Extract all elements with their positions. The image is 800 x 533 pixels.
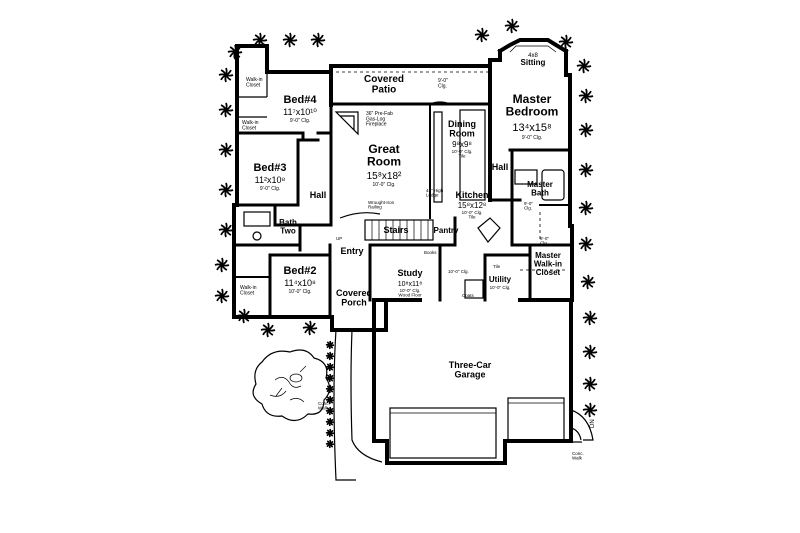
room-entry: Entry — [340, 246, 363, 256]
note-tile: Tile — [493, 264, 501, 269]
ceiling-utility: 10'-0" Clg. — [490, 285, 511, 290]
palm-icon — [582, 344, 598, 360]
ceiling-bed2: 10'-0" Clg. — [288, 289, 311, 295]
palm-icon — [578, 162, 594, 178]
dim-great-room: 15⁸x18² — [367, 171, 402, 182]
palm-icon — [325, 362, 335, 372]
note-conc-walk-right: Conc.Walk — [572, 451, 584, 461]
palm-icon — [302, 320, 318, 336]
palm-icon — [474, 27, 490, 43]
palm-icon — [218, 182, 234, 198]
room-hall-right: Hall — [492, 162, 509, 172]
room-pantry: Pantry — [434, 226, 459, 235]
palm-icon — [260, 322, 276, 338]
palm-icon — [578, 200, 594, 216]
dim-bed4: 11⁷x10¹⁰ — [283, 107, 317, 117]
note-up: UP — [336, 236, 342, 241]
dim-dining: 9⁸x9⁸ — [452, 140, 472, 149]
ceiling-master-bedroom: 9'-0" Clg. — [522, 135, 542, 141]
palm-icon — [578, 88, 594, 104]
palm-icon — [325, 340, 335, 350]
palm-icon — [582, 310, 598, 326]
note-conc-walk-left: Conc.Walk — [318, 401, 330, 411]
palm-icon — [218, 222, 234, 238]
palm-icon — [580, 274, 596, 290]
palm-icon — [214, 257, 230, 273]
room-sitting: Sitting — [521, 58, 546, 67]
fixtures — [243, 45, 565, 459]
palm-icon — [218, 102, 234, 118]
ceiling-study: 10'-0" Clg.Wood Floor — [398, 288, 422, 298]
ceiling-bed3: 9'-0" Clg. — [260, 186, 280, 192]
ceiling-dining: 10'-0" Clg.Tile — [452, 149, 473, 159]
note-clg-10: 10'-0" Clg. — [448, 269, 469, 274]
palm-icon — [325, 417, 335, 427]
dim-bed2: 11⁴x10⁸ — [284, 278, 316, 288]
palm-icon — [504, 18, 520, 34]
room-coats: Coats — [462, 293, 475, 298]
note-vertical-code: DN — [590, 419, 596, 428]
ceiling-master-walkin: 9'-0"Clg. — [540, 236, 549, 246]
ceiling-great-room: 10'-0" Clg. — [372, 182, 395, 188]
palm-icon — [578, 236, 594, 252]
palm-icon — [325, 351, 335, 361]
tree-icon — [252, 349, 331, 422]
palm-icon — [214, 288, 230, 304]
palm-icon — [576, 58, 592, 74]
room-study: Study — [397, 268, 422, 278]
palm-icon — [218, 142, 234, 158]
ceiling-covered-patio: 9'-0"Clg. — [438, 78, 448, 89]
walkways — [333, 329, 594, 481]
room-books: Books — [424, 250, 437, 255]
room-bed3: Bed#3 — [253, 162, 286, 174]
palm-icon — [218, 67, 234, 83]
palm-icon — [310, 32, 326, 48]
dim-study: 10⁸x11⁸ — [398, 281, 423, 288]
ceiling-bed4: 9'-0" Clg. — [290, 118, 310, 124]
room-utility: Utility — [489, 275, 512, 284]
room-stairs: Stairs — [383, 225, 408, 235]
ceiling-kitchen: 10'-0" Clg.Tile — [462, 210, 483, 220]
room-bed4: Bed#4 — [283, 94, 317, 106]
palm-icon — [325, 439, 335, 449]
ceiling-master-bath: 9'-0"Clg. — [524, 201, 533, 211]
palm-icon — [582, 402, 598, 418]
sitting-dim: 4x8 — [528, 53, 538, 59]
room-kitchen: Kitchen — [455, 190, 488, 200]
palm-icon — [325, 395, 335, 405]
dim-bed3: 11²x10⁸ — [255, 175, 286, 185]
stair-treads — [371, 220, 429, 240]
palm-icon — [282, 32, 298, 48]
interior-walls — [232, 72, 572, 319]
room-hall-left: Hall — [310, 190, 327, 200]
landscaping — [214, 18, 598, 449]
dim-master-bedroom: 13⁴x15⁸ — [512, 122, 551, 134]
palm-icon — [325, 428, 335, 438]
room-bed2: Bed#2 — [283, 265, 316, 277]
palm-icon — [582, 376, 598, 392]
dim-kitchen: 15⁸x12⁸ — [458, 201, 487, 210]
palm-icon — [578, 122, 594, 138]
